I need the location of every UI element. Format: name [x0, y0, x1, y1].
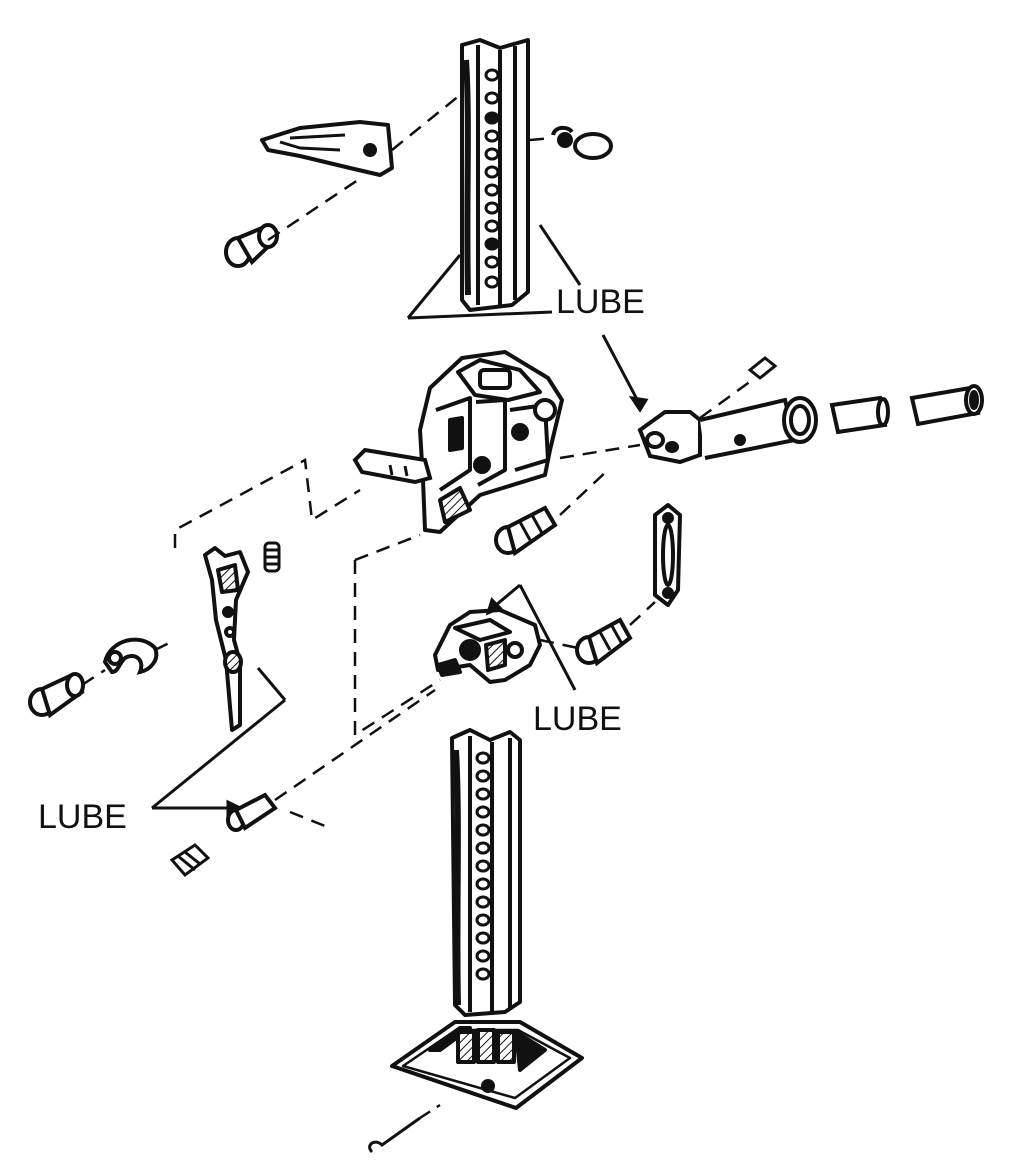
lower-carriage: [433, 608, 542, 684]
jack-housing: [418, 350, 564, 534]
handle-tube-2: [909, 384, 984, 427]
right-link: [653, 503, 682, 607]
alignment-dashes-right-bolt: [539, 601, 656, 650]
top-ring-clip: [551, 125, 613, 160]
left-shackle: [102, 637, 159, 675]
handle-tube-1: [829, 395, 890, 435]
left-bolt: [28, 672, 85, 719]
lube-top-leaders: [406, 224, 649, 413]
lower-rail-holes: [475, 751, 491, 981]
lube-label-left: LUBE: [38, 798, 127, 836]
alignment-dashes-right: [559, 376, 756, 460]
pawl-spring: [263, 541, 281, 573]
housing-lever: [352, 447, 433, 485]
left-pawl: [203, 546, 250, 732]
lower-rail: [450, 728, 522, 1017]
lower-spring: [169, 843, 211, 878]
handle-socket: [637, 396, 818, 465]
base-plate: [390, 1020, 584, 1110]
right-bolt: [575, 617, 633, 667]
top-pin: [224, 223, 279, 268]
alignment-dashes-left-loop: [173, 458, 441, 738]
lube-left-leaders: [151, 667, 287, 817]
alignment-dashes-roll-pin: [274, 688, 436, 830]
small-roll-pin: [226, 792, 278, 832]
upper-rail-holes: [484, 68, 500, 289]
alignment-dashes-top: [267, 94, 553, 242]
small-pin-top-right: [747, 356, 778, 380]
alignment-dashes-left-bolt: [81, 638, 176, 687]
base-hook-pin: [368, 1116, 421, 1154]
alignment-dashes-mid: [559, 467, 611, 516]
top-clamp-plate: [260, 120, 394, 177]
lube-label-middle: LUBE: [533, 700, 622, 738]
lube-label-top: LUBE: [556, 283, 645, 321]
housing-bolt: [494, 505, 558, 557]
lube-middle-leaders: [485, 583, 577, 691]
alignment-dashes-base: [419, 1103, 441, 1120]
